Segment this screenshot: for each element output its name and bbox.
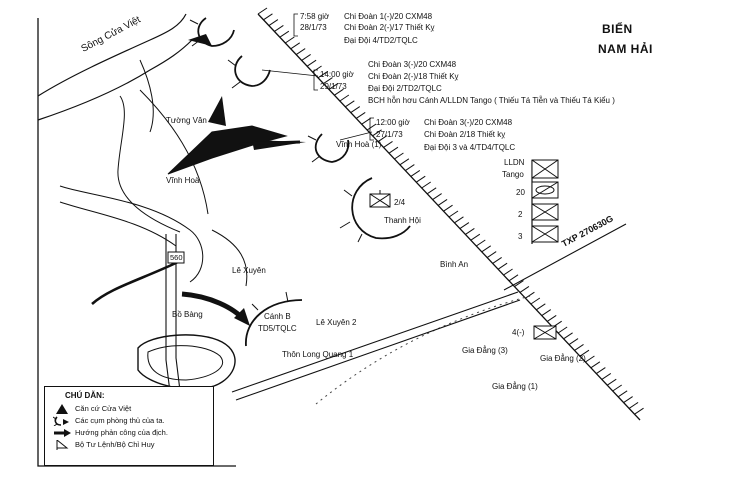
annotation-1-line-1: Chi Đoàn 1(-)/20 CXM48 (344, 12, 433, 21)
stream-2 (139, 59, 154, 133)
road-label: 560 (170, 253, 183, 262)
annotation-2-time: 14:00 giờ (320, 70, 354, 79)
stream-3 (59, 185, 204, 283)
command-flag-icon (56, 440, 69, 450)
bracket-a1 (293, 13, 298, 37)
track-2 (235, 299, 521, 401)
tango-title-1: LLDN (504, 158, 525, 167)
annotation-2: 14:00 giờ 29/1/73 (320, 70, 354, 92)
place-le-xuyen: Lê Xuyên (232, 266, 266, 275)
place-bo-bang: Bồ Bàng (172, 310, 203, 319)
annotation-3-units: Chi Đoàn 3(-)/20 CXM48 Chi Đoàn 2/18 Thi… (424, 118, 515, 153)
annotation-1-date: 28/1/73 (300, 23, 327, 32)
defense-arc-vinh-hoa-1 (314, 133, 350, 163)
place-gia-dang-2: Gia Đẳng (2) (540, 354, 586, 363)
enemy-arrow-vinh-hoa-shaft (239, 140, 301, 146)
stream-4 (59, 201, 177, 247)
lagoon-outer (137, 334, 236, 390)
river-bank-upper (37, 13, 187, 97)
tango-title-2: Tango (502, 170, 524, 179)
leader-a3 (339, 131, 373, 141)
sea-label-line1: BIỂN (602, 22, 633, 36)
annotation-2-line-4: BCH hỗn hơu Cánh A/LLDN Tango ( Thiếu Tá… (368, 96, 615, 105)
map-border (37, 18, 236, 467)
unit-canh-b-line1: Cánh B (264, 312, 291, 321)
defense-arc-mid (234, 55, 271, 87)
annotation-2-line-3: Đại Đội 2/TD2/TQLC (368, 84, 442, 93)
annotation-3-date: 27/1/73 (376, 130, 403, 139)
sea-label-line2: NAM HẢI (598, 42, 653, 56)
road-560-shield (167, 251, 185, 264)
annotation-2-line-1: Chi Đoàn 3(-)/20 CXM48 (368, 60, 457, 69)
unit-canh-b-line2: TD5/TQLC (258, 324, 297, 333)
track-1 (231, 291, 519, 393)
annotation-3-time: 12:00 giờ (376, 118, 410, 127)
enemy-arrow-tuong-van (208, 96, 226, 126)
annotation-1-time: 7:58 giờ (300, 12, 330, 21)
unit-gia-dang-label: 4(-) (512, 328, 525, 337)
legend-item-label: Căn cứ Cửa Việt (75, 404, 132, 413)
track-grid-ref (503, 223, 627, 291)
place-gia-dang-3: Gia Đẳng (3) (462, 346, 508, 355)
coast-hatching (257, 7, 644, 415)
legend-title: CHÚ DẪN: (65, 391, 105, 400)
legend-item-label: Các cụm phòng thủ của ta. (75, 416, 165, 425)
defense-arc-le-xuyen-2 (245, 299, 303, 347)
enemy-arrow-vinh-hoa (167, 125, 288, 175)
defense-arc-top (197, 17, 235, 47)
tango-row-3: 3 (518, 232, 523, 241)
sea-label: BIỂN NAM HẢI (598, 22, 653, 56)
place-vinh-hoa: Vĩnh Hoà (166, 176, 200, 185)
place-binh-an: Bình An (440, 260, 469, 269)
enemy-arrow-bo-bang-head (234, 308, 250, 326)
enemy-counterattack-arrow-icon (54, 429, 71, 437)
bracket-a2 (313, 69, 318, 91)
place-le-xuyen-2: Lê Xuyên 2 (316, 318, 357, 327)
place-gia-dang-1: Gia Đẳng (1) (492, 382, 538, 391)
annotation-2-line-2: Chi Đoàn 2(-)/18 Thiết Kỵ (368, 72, 459, 81)
tango-row-1: 20 (516, 188, 525, 197)
legend-item-label: Hướng phản công của địch. (75, 428, 168, 437)
annotation-2-date: 29/1/73 (320, 82, 347, 91)
tango-row-2: 2 (518, 210, 523, 219)
base-triangle-icon (56, 404, 68, 414)
legend: CHÚ DẪN: Căn cứ Cửa Việt Các cụm phòng t… (44, 386, 214, 466)
place-thon-long-quang: Thôn Long Quang 1 (282, 350, 354, 359)
annotation-3-line-1: Chi Đoàn 3(-)/20 CXM48 (424, 118, 513, 127)
place-thanh-hoi: Thanh Hội (384, 216, 421, 225)
leader-a2 (261, 69, 319, 77)
stream-1 (117, 95, 181, 233)
annotation-1-line-2: Chi Đoàn 2(-)/17 Thiết Kỵ (344, 23, 435, 32)
unit-thanh-hoi-label: 2/4 (394, 198, 406, 207)
annotation-3-line-2: Chi Đoàn 2/18 Thiết kỵ (424, 130, 506, 139)
lagoon-inner (147, 345, 223, 381)
annotation-2-units: Chi Đoàn 3(-)/20 CXM48 Chi Đoàn 2(-)/18 … (368, 60, 615, 106)
place-tuong-van: Tường Vân (166, 116, 207, 125)
annotation-3: 12:00 giờ 27/1/73 (376, 118, 410, 140)
stream-bo-bang (91, 260, 179, 305)
defensive-cluster-icon (53, 416, 69, 426)
place-vinh-hoa-1: Vĩnh Hoà (1) (336, 140, 382, 149)
annotation-3-line-3: Đại Đội 3 và 4/TD4/TQLC (424, 143, 516, 152)
bracket-a3 (369, 117, 374, 141)
stream-5 (211, 229, 248, 287)
defense-arc-thanh-hoi (351, 177, 411, 240)
stream-6 (139, 89, 209, 215)
river-bank-lower (37, 39, 193, 121)
annotation-1-line-3: Đại Đội 4/TD2/TQLC (344, 36, 418, 45)
legend-item-label: Bộ Tư Lệnh/Bộ Chỉ Huy (75, 440, 155, 449)
annotation-1-units: Chi Đoàn 1(-)/20 CXM48 Chi Đoàn 2(-)/17 … (344, 12, 435, 46)
annotation-1: 7:58 giờ 28/1/73 (300, 12, 329, 33)
